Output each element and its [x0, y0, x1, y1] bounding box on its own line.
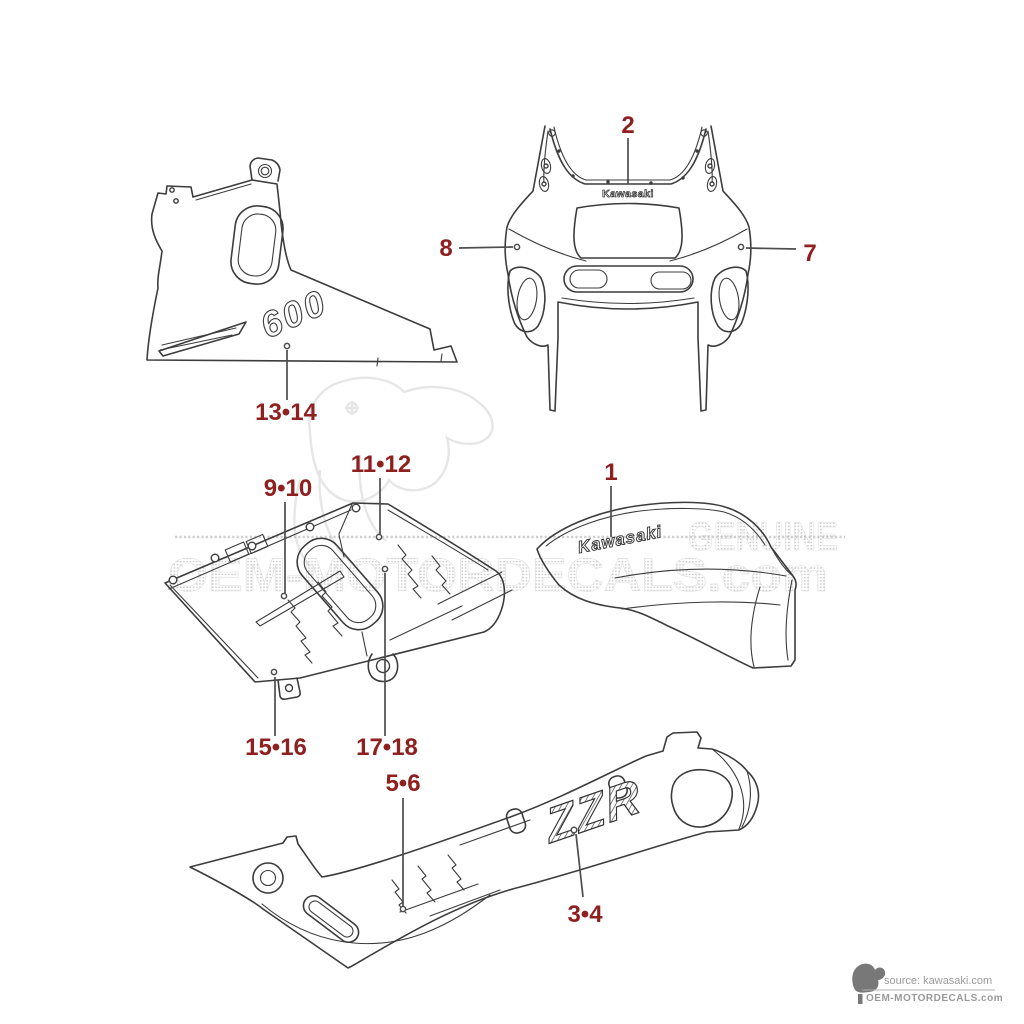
callout-layer: 2 8 7 13•14 9•10 11•12 1: [245, 112, 817, 928]
lower-side-fairing-drawing: ZZR: [189, 731, 760, 969]
callout-label-9-10: 9•10: [264, 475, 312, 502]
left-side-fairing-drawing: 600: [146, 157, 458, 367]
callout-17-18: 17•18: [356, 565, 418, 761]
oem-motordecals-logo-icon: [852, 963, 886, 1004]
callout-5-6: 5•6: [385, 770, 421, 913]
callout-8: 8: [439, 235, 521, 262]
callout-11-12: 11•12: [351, 451, 411, 541]
callout-label-2: 2: [621, 112, 634, 139]
callout-1: 1: [604, 459, 618, 537]
footer-attribution: source: kawasaki.com OEM-MOTORDECALS.com: [852, 963, 1003, 1004]
callout-label-3-4: 3•4: [567, 901, 603, 928]
footer-site-text: OEM-MOTORDECALS.com: [866, 993, 1003, 1004]
callout-label-17-18: 17•18: [356, 734, 418, 761]
callout-15-16: 15•16: [245, 668, 307, 761]
callout-9-10: 9•10: [264, 475, 312, 600]
callout-7: 7: [737, 240, 817, 267]
footer-source-text: source: kawasaki.com: [884, 975, 992, 987]
callout-13-14: 13•14: [255, 342, 318, 426]
callout-3-4: 3•4: [567, 826, 603, 928]
callout-2: 2: [621, 112, 635, 184]
lower-fairing-assembly-drawing: [164, 502, 513, 700]
callout-label-1: 1: [604, 459, 617, 486]
callout-label-11-12: 11•12: [351, 451, 411, 478]
callout-label-15-16: 15•16: [245, 734, 307, 761]
callout-label-5-6: 5•6: [385, 770, 420, 797]
side-fairing-600-decal: 600: [254, 281, 334, 347]
upper-cowling-kawasaki-decal: Kawasaki: [602, 188, 654, 200]
watermark-genuine-text: GENUINE: [688, 515, 838, 559]
callout-label-8: 8: [439, 235, 452, 262]
eagle-watermark-icon: [293, 376, 494, 567]
callout-label-7: 7: [803, 240, 816, 267]
callout-label-13-14: 13•14: [255, 399, 317, 426]
